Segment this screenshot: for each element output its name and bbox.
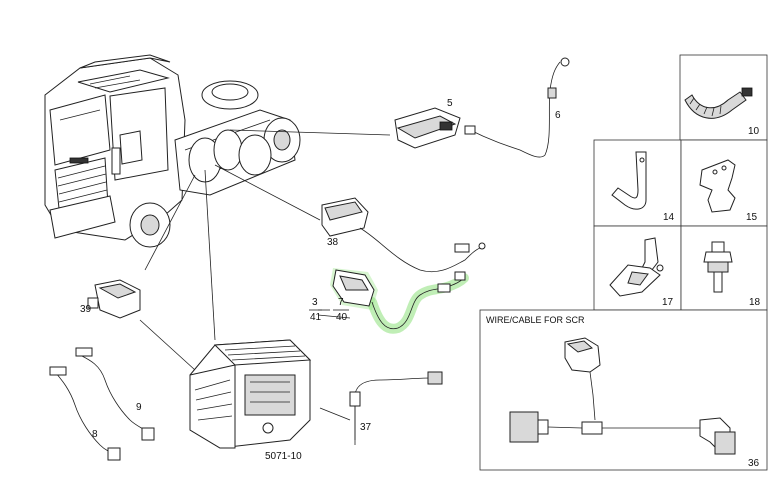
part-39-sensor[interactable]: [87, 279, 141, 319]
wire-cable-panel-title: WIRE/CABLE FOR SCR: [486, 315, 585, 325]
part-5-module[interactable]: [394, 107, 461, 149]
label-38: 38: [327, 237, 339, 248]
parts-grid: [593, 54, 768, 311]
highlighted-sensor-assembly[interactable]: [330, 268, 469, 334]
label-15: 15: [746, 212, 758, 223]
part-15-bracket[interactable]: [699, 159, 736, 213]
label-17: 17: [662, 297, 674, 308]
leader-lines: [139, 129, 391, 421]
label-8: 8: [92, 429, 98, 440]
truck-illustration: [44, 54, 301, 248]
label-5: 5: [447, 98, 453, 109]
label-39: 39: [80, 304, 92, 315]
part-6-sensor-cable[interactable]: [464, 57, 570, 158]
part-18-plug[interactable]: [703, 241, 733, 293]
part-10-sleeve[interactable]: [684, 87, 753, 119]
label-40: 40: [336, 312, 348, 323]
label-7: 7: [338, 297, 344, 308]
label-41: 41: [310, 312, 322, 323]
part-8-probe[interactable]: [49, 366, 121, 461]
label-14: 14: [663, 212, 675, 223]
label-5071-10: 5071-10: [265, 451, 302, 462]
part-9-probe[interactable]: [75, 347, 155, 441]
part-36-wiring-harness[interactable]: [509, 337, 736, 455]
label-9: 9: [136, 402, 142, 413]
part-5071-10-scr-unit[interactable]: [189, 339, 312, 449]
part-17-clamp[interactable]: [609, 237, 664, 297]
label-18: 18: [749, 297, 761, 308]
label-37: 37: [360, 422, 372, 433]
label-36: 36: [748, 458, 760, 469]
label-6: 6: [555, 110, 561, 121]
label-10: 10: [748, 126, 760, 137]
part-14-bracket[interactable]: [611, 151, 647, 210]
label-3: 3: [312, 297, 318, 308]
part-37-temperature-probe[interactable]: [349, 371, 443, 445]
part-38-sensor-box[interactable]: [321, 197, 486, 273]
